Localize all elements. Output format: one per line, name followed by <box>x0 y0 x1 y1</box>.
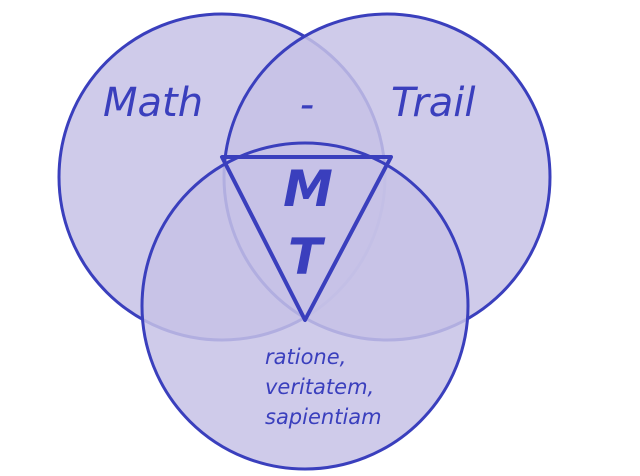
circle-bottom <box>140 141 470 471</box>
venn-circles <box>57 12 552 471</box>
center-triangle <box>220 155 393 322</box>
label-ratione: ratione, <box>265 345 346 369</box>
label-dash: - <box>300 82 314 128</box>
label-math: Math <box>103 80 203 126</box>
label-sapientiam: sapientiam <box>265 405 382 429</box>
label-veritatem: veritatem, <box>265 375 374 399</box>
label-center-m: M <box>283 160 333 218</box>
label-center-t: T <box>288 228 326 286</box>
label-trail: Trail <box>391 80 476 126</box>
